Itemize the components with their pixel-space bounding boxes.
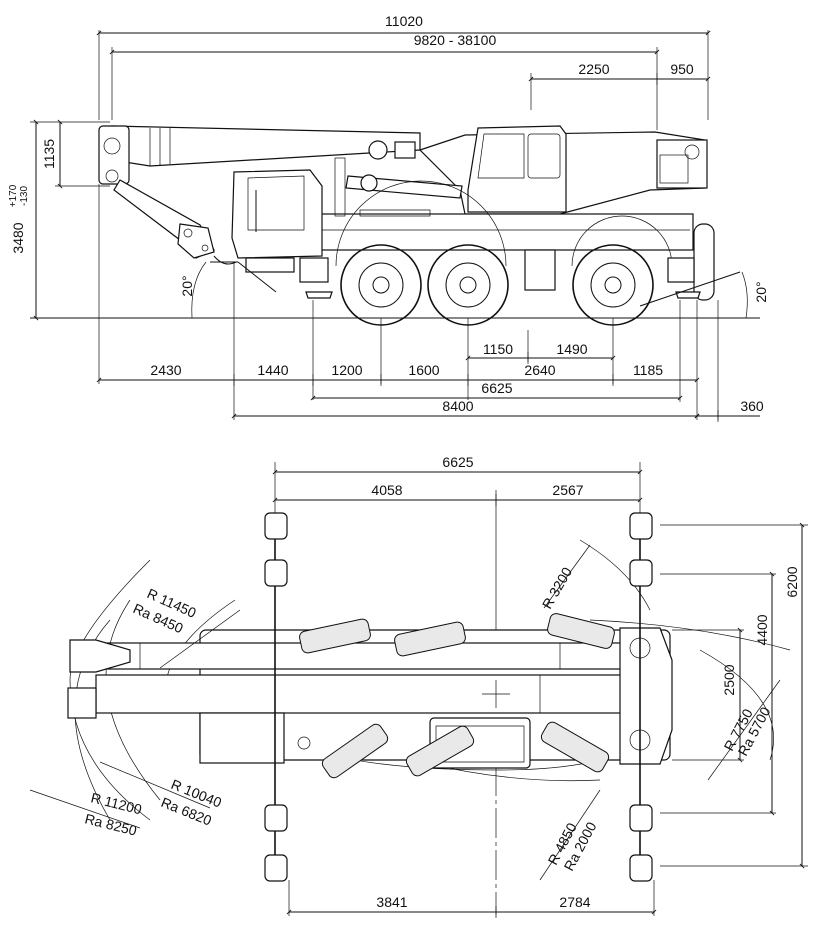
rear-tire [693,223,715,301]
tol-plus-label: +170 [8,184,19,207]
counterweight-top [619,627,673,765]
front-outrigger-box [299,257,329,283]
outrigger-base-label: 6625 [442,454,473,470]
boom-top-lower [95,674,637,714]
d6625-label: 6625 [481,380,512,396]
boom-head [98,125,130,185]
d2430-label: 2430 [150,362,181,378]
d360-label: 360 [740,398,764,414]
tire-set [299,613,615,779]
front-angle-arc [191,261,207,319]
top-view-dims-bottom: 3841 2784 [286,880,657,918]
top-view-dims-right: 6200 4400 2500 [660,522,808,869]
rear-outrigger-box [667,257,695,283]
wheel-3 [572,244,654,326]
d1135-label: 1135 [41,139,57,169]
d1185-label: 1185 [633,362,663,378]
d1200-label: 1200 [331,362,362,378]
dim-height: 3480 1135 +170 -130 [8,119,110,321]
tol-minus-label: -130 [19,186,30,206]
d2567-label: 2567 [552,482,583,498]
boom-range-label: 9820 - 38100 [414,32,497,48]
dim-boom-range: 9820 - 38100 [109,32,660,130]
d2640-label: 2640 [524,362,555,378]
rear-angle-arc [741,271,748,319]
side-view: 11020 9820 - 38100 2250 950 3480 1135 +1… [8,13,769,422]
hook-block [177,223,215,259]
crane-top-drawing [67,512,673,882]
d4400-label: 4400 [754,614,770,645]
top-view-dims-top: 6625 4058 2567 [272,454,643,640]
driver-cab-top [199,712,285,764]
overall-length-label: 11020 [385,13,423,29]
d1150-label: 1150 [483,341,513,357]
operator-cab [467,125,567,213]
crane-side-drawing [98,125,741,326]
d3841-label: 3841 [376,894,407,910]
top-view: 6625 4058 2567 [29,454,808,918]
boom-head-top [69,639,131,673]
d950-label: 950 [670,61,694,77]
d4058-label: 4058 [371,482,402,498]
d1440-label: 1440 [257,362,288,378]
d2784-label: 2784 [559,894,590,910]
d2500-label: 2500 [721,664,737,695]
wheel-1 [340,244,422,326]
wheel-2 [427,244,509,326]
d6200-label: 6200 [784,566,800,597]
d1490-label: 1490 [556,341,587,357]
rear-angle-label: 20° [753,281,769,302]
d2250-label: 2250 [578,61,609,77]
cab-accessory [368,140,388,160]
dim-overall-length: 11020 [96,13,711,120]
height-label: 3480 [10,222,26,253]
dim-2250-950: 2250 950 [528,61,711,110]
d1600-label: 1600 [408,362,439,378]
outrigger-pad-rr [629,854,653,882]
front-bumper [245,257,295,273]
front-angle-label: 20° [179,275,195,296]
r3200-label: R 3200 [539,564,576,611]
driver-cab [231,169,323,259]
bottom-dim-extensions [98,184,719,420]
boom-top-upper [95,642,637,670]
outrigger-pad-fr [629,512,653,540]
outrigger-pad-rl [264,854,288,882]
outrigger-pad-fl [264,512,288,540]
counterweight [656,139,708,189]
d8400-label: 8400 [442,398,473,414]
outriggers-top [264,512,653,882]
hook-top [67,687,97,719]
